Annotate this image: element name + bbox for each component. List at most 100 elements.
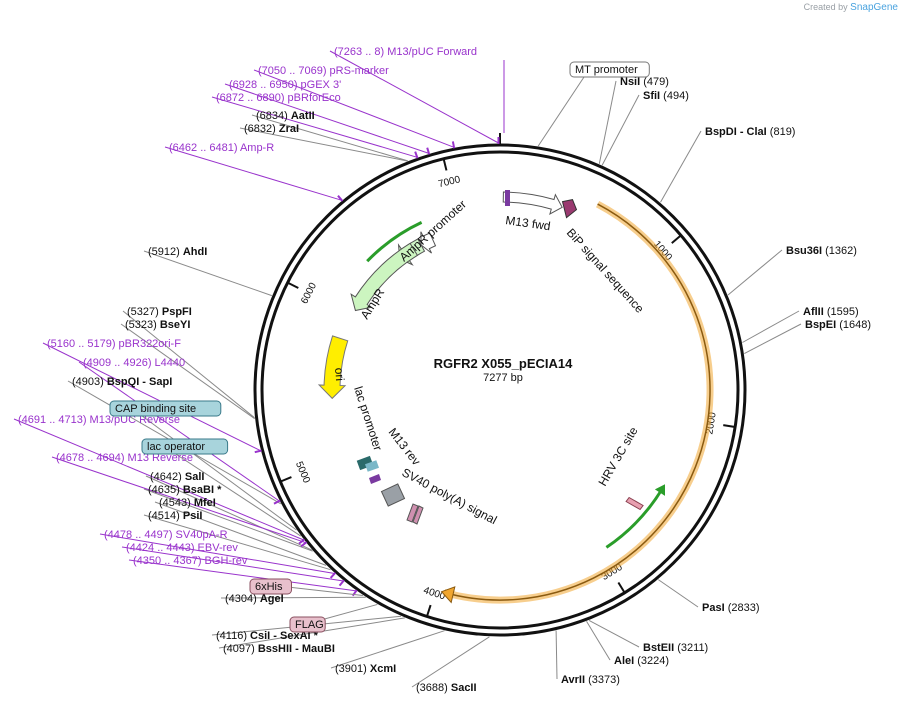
cds-feature-arc[interactable] [443,201,714,604]
enzyme-2833-label[interactable]: PasI (2833) [702,602,760,614]
enzyme-4514-label[interactable]: (4514) PsiI [148,510,202,522]
enzyme-4514-leader [143,514,331,571]
tick-mark-6000 [287,281,299,289]
label-leader-lines [13,50,802,688]
enzyme-4642-label[interactable]: (4642) SalI [150,471,204,483]
primer-4434-leader [121,546,344,582]
enzyme-4116-label[interactable]: (4116) CsiI - SexAI * [216,630,319,642]
enzyme-479-label[interactable]: NsiI (479) [620,76,669,88]
enzyme-4543-leader [154,501,327,566]
primer-6881-label[interactable]: (6872 .. 6890) pBRforEco [216,92,341,104]
enzyme-4097-label[interactable]: (4097) BssHII - MauBI [223,643,335,655]
primer-7270-label[interactable]: (7263 .. 8) M13/pUC Forward [334,46,477,58]
enzyme-6832-label[interactable]: (6832) ZraI [244,123,299,135]
primer-4488-label[interactable]: (4478 .. 4497) SV40pA-R [104,529,228,541]
primer-tick-4686 [300,541,308,548]
primer-4358-label[interactable]: (4350 .. 4367) BGH-rev [133,555,248,567]
primer-tick-6472 [337,195,344,202]
primer-6939-label[interactable]: (6928 .. 6950) pGEX 3' [229,79,341,91]
enzyme-1595-leader [742,310,800,343]
tick-mark-1000 [671,234,682,244]
plasmid-name: RGFR2 X055_pECIA14 [434,356,573,371]
enzyme-494-label[interactable]: SfiI (494) [643,90,689,102]
enzyme-4635-label[interactable]: (4635) BsaBI * [148,484,222,496]
primer-6472-label[interactable]: (6462 .. 6481) Amp-R [169,142,274,154]
enzyme-819-leader [660,130,702,203]
feature-box-label-4725[interactable]: lac operator [147,441,205,453]
primer-7060-label[interactable]: (7050 .. 7069) pRS-marker [258,65,389,77]
tick-mark-7000 [442,158,448,171]
enzyme-3224-label[interactable]: AleI (3224) [614,655,669,667]
outer-labels: NsiI (479) SfiI (494) BspDI - ClaI (819) Bs… [18,46,871,694]
enzyme-5323-label[interactable]: (5323) BseYI [125,319,190,331]
ori-arrow[interactable] [317,335,349,400]
enzyme-4903-label[interactable]: (4903) BspQI - SapI [72,376,172,388]
enzyme-3901-label[interactable]: (3901) XcmI [335,663,396,675]
m13-fwd-arrow[interactable] [502,191,563,215]
enzyme-4304-label[interactable]: (4304) AgeI [225,593,284,605]
primer-4434-label[interactable]: (4424 .. 4443) EBV-rev [126,542,238,554]
primer-tick-7060 [451,141,456,149]
tick-label-5000: 5000 [293,460,312,485]
primer-4488-leader [99,533,335,574]
ampr-green-line [366,221,423,263]
enzyme-3211-label[interactable]: BstEII (3211) [643,642,708,654]
enzyme-6834-leader [251,114,408,162]
bip-label: BiP signal sequence [564,226,647,316]
enzyme-5327-leader [122,310,255,419]
enzyme-3373-label[interactable]: AvrII (3373) [561,674,620,686]
m13-rev-label: M13 rev [386,425,424,468]
primer-4702-label[interactable]: (4691 .. 4713) M13/pUC Reverse [18,414,180,426]
enzyme-494-leader [601,94,640,166]
m13-fwd-label: M13 fwd [505,213,552,233]
primer-5170-leader [42,342,261,452]
sv40-polya-marker[interactable] [380,483,406,507]
enzyme-3224-leader [586,621,611,661]
cds-feature-arc-core [444,203,711,601]
primer-4918-label[interactable]: (4909 .. 4926) L4440 [83,357,185,369]
bip-signal-marker[interactable] [561,199,578,219]
enzyme-1595-label[interactable]: AflII (1595) [803,306,859,318]
enzyme-6834-label[interactable]: (6834) AatII [256,110,315,122]
feature-box-label-4760[interactable]: CAP binding site [115,403,196,415]
snapgene-logo: SnapGene [850,2,898,13]
feature-box-label-4320[interactable]: 6xHis [255,581,283,593]
tick-label-6000: 6000 [299,281,319,306]
feature-box-4760 [109,400,222,417]
primer-5170-label[interactable]: (5160 .. 5179) pBR322ori-F [47,338,181,350]
backbone-inner [260,150,740,630]
tick-mark-5000 [279,476,292,483]
enzyme-1648-leader [744,323,802,355]
tick-label-7000: 7000 [437,174,462,190]
cds-feature-arrowhead [440,586,456,604]
enzyme-4642-leader [145,475,313,551]
feature-box-label-4240[interactable]: FLAG [295,619,324,631]
primer-4358-leader [128,559,357,592]
primer-6881-leader [211,96,418,158]
plasmid-length: 7277 bp [483,372,523,384]
primer-6472-leader [164,146,342,201]
enzyme-5327-label[interactable]: (5327) PspFI [127,306,192,318]
enzyme-4543-label[interactable]: (4543) MfeI [159,497,216,509]
lac-promoter-label: lac promoter [351,385,385,453]
primer-4686-label[interactable]: (4678 .. 4694) M13 Reverse [56,452,193,464]
primer-tick-4918 [273,499,281,505]
enzyme-5912-label[interactable]: (5912) AhdI [148,246,207,258]
box-leader-180 [537,67,591,147]
enzyme-1648-label[interactable]: BspEI (1648) [805,319,871,331]
primer-tick-6881 [414,151,419,159]
enzyme-479-leader [598,80,617,164]
feature-box-label-180[interactable]: MT promoter [575,64,638,76]
ampr-promoter-white-arrow [420,231,437,254]
m13-fwd-marker [505,190,510,206]
hrv-green-arc[interactable] [605,487,664,549]
hrv-3c-site-marker[interactable] [625,496,644,511]
enzyme-3688-label[interactable]: (3688) SacII [416,682,477,694]
enzyme-819-label[interactable]: BspDI - ClaI (819) [705,126,795,138]
enzyme-3373-leader [555,630,558,680]
ampr-arrow[interactable] [350,242,419,312]
enzyme-1362-label[interactable]: Bsu36I (1362) [786,245,857,257]
primer-7270-leader [329,50,499,144]
enzyme-6832-leader [239,127,408,162]
